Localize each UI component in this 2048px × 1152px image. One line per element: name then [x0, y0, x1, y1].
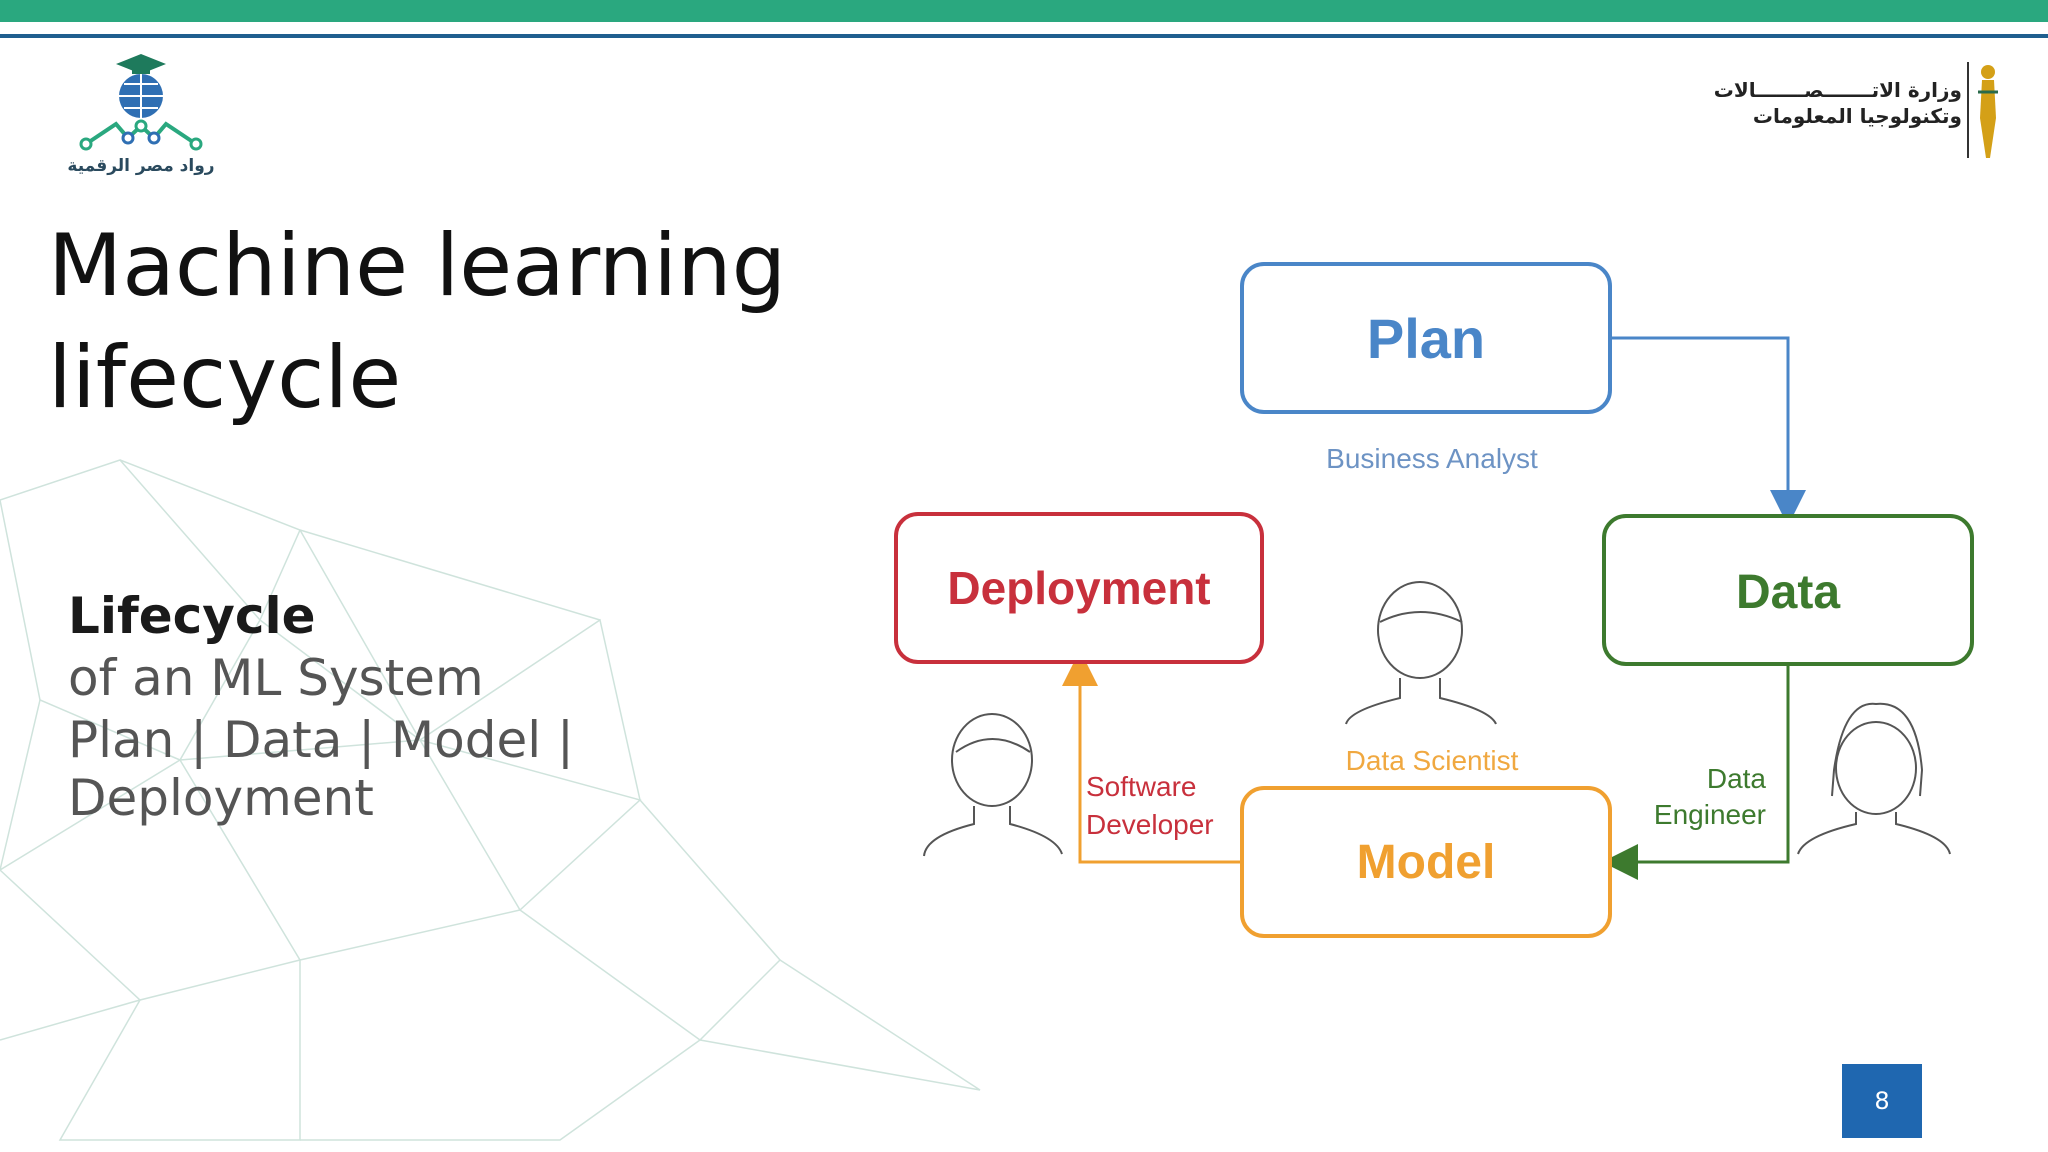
slide-title-line2: lifecycle — [48, 328, 402, 428]
person-icon — [923, 713, 1063, 857]
subtitle-line3: Plan | Data | Model | — [68, 711, 574, 769]
slide-subtitle: Lifecycle of an ML System Plan | Data | … — [68, 585, 688, 829]
model-box — [1240, 786, 1612, 938]
pharaoh-logo-icon — [1967, 62, 1998, 158]
top-divider-line — [0, 34, 2048, 38]
background-mesh-pattern — [0, 459, 981, 1141]
person-icon — [1345, 581, 1497, 725]
person-icon — [1797, 702, 1951, 855]
deployment-label: Deployment — [947, 562, 1210, 614]
software-developer-label-line2: Developer — [1086, 809, 1214, 840]
slide-title-line1: Machine learning — [48, 216, 787, 316]
globe-graduation-logo-icon — [79, 54, 203, 151]
ministry-name-line1: وزارة الاتـــــــصـــــــالات — [1713, 78, 1962, 102]
plan-to-data-arrow — [1612, 336, 1806, 526]
software-developer-label-line1: Software — [1086, 771, 1197, 802]
slide-title: Machine learning lifecycle — [48, 210, 808, 434]
ml-lifecycle-diagram: Plan Data Model Deployment Business Anal… — [894, 262, 1974, 938]
left-logo-caption: رواد مصر الرقمية — [67, 156, 215, 176]
business-analyst-label: Business Analyst — [1326, 443, 1538, 474]
page-number: 8 — [1842, 1064, 1922, 1138]
plan-box — [1240, 262, 1612, 414]
data-label: Data — [1736, 566, 1840, 619]
subtitle-heading: Lifecycle — [68, 587, 316, 645]
data-engineer-label-line2: Engineer — [1654, 799, 1766, 830]
deployment-box — [894, 512, 1264, 664]
model-to-deployment-arrow — [1062, 650, 1242, 864]
subtitle-line2: of an ML System — [68, 649, 484, 707]
data-engineer-label-line1: Data — [1707, 763, 1767, 794]
subtitle-line4: Deployment — [68, 769, 374, 827]
data-box — [1602, 514, 1974, 666]
ministry-name-line2: وتكنولوجيا المعلومات — [1752, 104, 1962, 128]
top-accent-bar — [0, 0, 2048, 22]
data-scientist-label: Data Scientist — [1346, 745, 1519, 776]
model-label: Model — [1357, 836, 1496, 889]
digital-egypt-pioneers-logo: رواد مصر الرقمية — [66, 52, 216, 182]
data-to-model-arrow — [1602, 664, 1790, 880]
ministry-logo: وزارة الاتـــــــصـــــــالات وتكنولوجيا… — [1714, 58, 2010, 164]
plan-label: Plan — [1367, 307, 1485, 370]
